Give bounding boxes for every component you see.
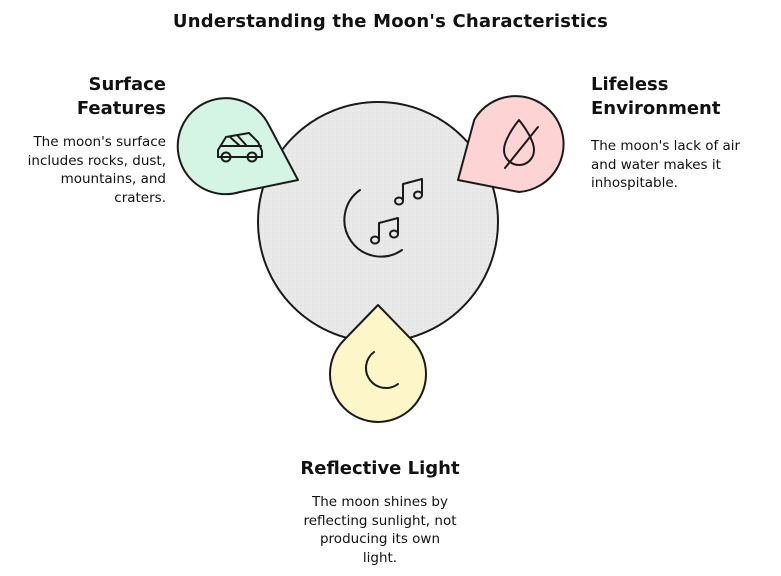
surface-desc-line-1: The moon's surface (33, 134, 166, 150)
lifeless-environment-heading: Lifeless Environment (591, 73, 766, 121)
lifeless-environment-description: The moon's lack of air and water makes i… (591, 137, 766, 193)
reflective-light-heading: Reflective Light (300, 458, 460, 479)
light-desc-line-1: The moon shines by (311, 494, 448, 510)
surface-features-heading: Surface Features (40, 73, 166, 121)
moon-rover-icon (217, 132, 263, 163)
page-title: Understanding the Moon's Characteristics (172, 11, 609, 32)
no-water-drop-icon (503, 119, 539, 169)
lifeless-desc-line-1: The moon's lack of air (591, 138, 741, 154)
surface-desc-line-3: mountains, and (60, 171, 166, 187)
light-teardrop (329, 304, 427, 423)
surface-desc-line-2: includes rocks, dust, (27, 152, 166, 169)
light-desc-line-3: producing its own (319, 531, 441, 547)
lifeless-teardrop (457, 95, 565, 193)
crescent-moon-icon (365, 351, 399, 389)
surface-heading-line-1: Surface (88, 74, 166, 95)
moon-music-icon (343, 178, 423, 258)
surface-heading-line-2: Features (76, 98, 166, 119)
surface-features-description: The moon's surface includes rocks, dust,… (10, 133, 166, 207)
light-desc-line-2: reflecting sunlight, not (303, 512, 457, 529)
surface-desc-line-4: craters. (114, 189, 166, 206)
lifeless-heading-line-1: Lifeless (591, 74, 669, 95)
lifeless-desc-line-3: inhospitable. (591, 175, 678, 191)
lifeless-desc-line-2: and water makes it (591, 156, 721, 173)
light-desc-line-4: light. (362, 549, 398, 566)
lifeless-heading-line-2: Environment (591, 98, 721, 119)
reflective-light-description: The moon shines by reflecting sunlight, … (280, 493, 480, 567)
